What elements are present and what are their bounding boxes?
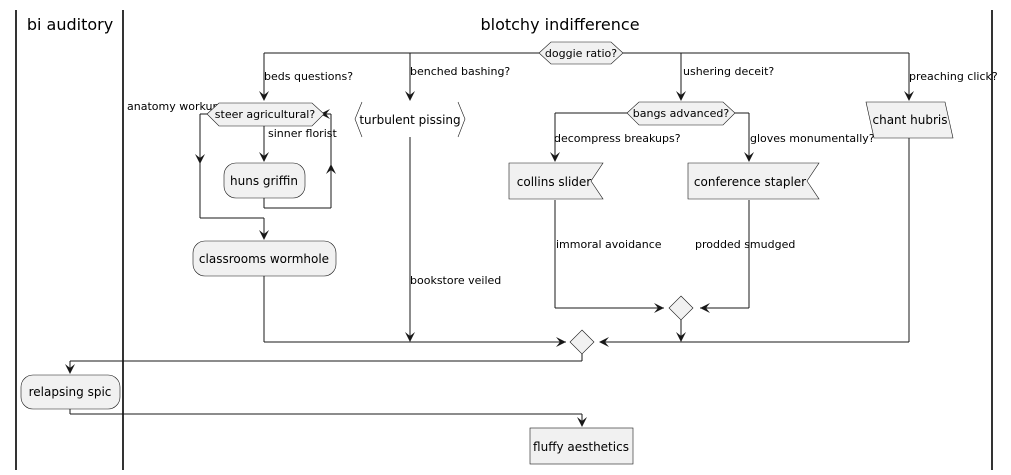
edge-label-decompress-breakups: decompress breakups? — [554, 132, 681, 145]
activity-relapsing-spic-label: relapsing spic — [29, 385, 112, 399]
decision-doggie-ratio: doggie ratio? — [538, 41, 624, 65]
activity-fluffy-aesthetics-label: fluffy aesthetics — [533, 440, 629, 454]
activity-chant-hubris-label: chant hubris — [872, 113, 947, 127]
activity-conference-stapler: conference stapler — [687, 162, 820, 200]
activity-classrooms-wormhole: classrooms wormhole — [192, 240, 337, 277]
decision-doggie-ratio-label: doggie ratio? — [545, 47, 617, 60]
lane-title-left: bi auditory — [27, 15, 113, 34]
edge-label-gloves-monumentally: gloves monumentally? — [750, 132, 875, 145]
edge-label-sinner-florist: sinner florist — [268, 127, 337, 140]
activity-collins-slider: collins slider — [508, 162, 604, 200]
edge-label-preaching-click: preaching click? — [909, 70, 998, 83]
activity-huns-griffin-label: huns griffin — [230, 174, 298, 188]
decision-steer-agricultural: steer agricultural? — [206, 102, 325, 127]
decision-bangs-advanced-label: bangs advanced? — [633, 107, 730, 120]
edge-label-beds-questions: beds questions? — [264, 70, 353, 83]
activity-turbulent-pissing-label: turbulent pissing — [359, 113, 460, 127]
activity-relapsing-spic: relapsing spic — [20, 374, 121, 410]
lane-title-right: blotchy indifference — [480, 15, 639, 34]
decision-bangs-advanced: bangs advanced? — [626, 101, 736, 126]
activity-fluffy-aesthetics: fluffy aesthetics — [529, 427, 634, 465]
activity-huns-griffin: huns griffin — [223, 162, 306, 199]
edge-label-benched-bashing: benched bashing? — [410, 65, 510, 78]
edge-label-bookstore-veiled: bookstore veiled — [410, 274, 501, 287]
activity-collins-slider-label: collins slider — [517, 175, 592, 189]
activity-classrooms-wormhole-label: classrooms wormhole — [199, 252, 329, 266]
activity-turbulent-pissing: turbulent pissing — [354, 101, 466, 138]
arrowheads — [65, 91, 914, 427]
activity-chant-hubris: chant hubris — [865, 101, 954, 139]
edge-label-prodded-smudged: prodded smudged — [695, 238, 795, 251]
decision-steer-agricultural-label: steer agricultural? — [215, 108, 316, 121]
merge-diamond-inner — [668, 295, 694, 321]
activity-conference-stapler-label: conference stapler — [694, 175, 806, 189]
edge-label-anatomy-workup: anatomy workup — [127, 100, 219, 113]
merge-diamond-outer — [569, 329, 595, 355]
connectors — [69, 52, 910, 423]
edge-label-ushering-deceit: ushering deceit? — [683, 65, 774, 78]
edge-label-immoral-avoidance: immoral avoidance — [556, 238, 662, 251]
